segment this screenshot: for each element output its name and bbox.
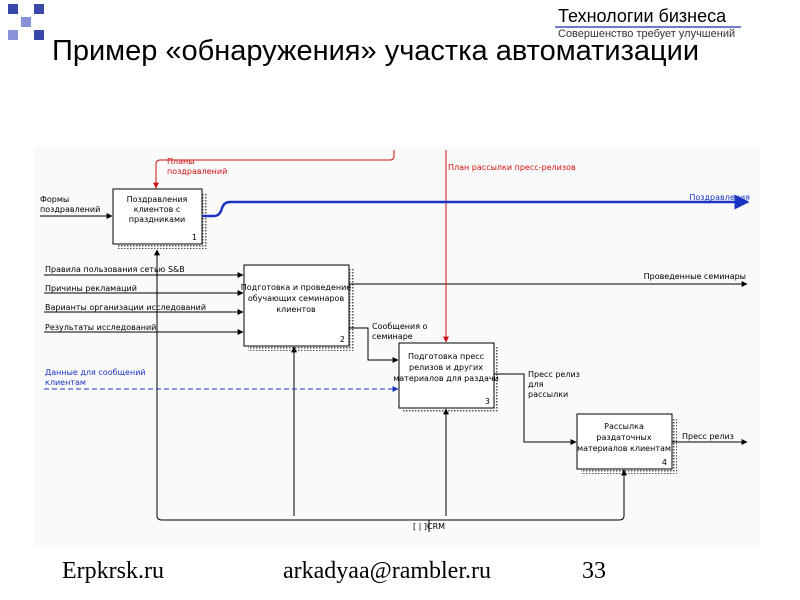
arrow-mech-bus <box>156 515 625 521</box>
activity-box-2: Подготовка и проведение обучающих семина… <box>241 264 354 351</box>
box-number: 2 <box>340 335 345 344</box>
decor-square <box>8 30 18 40</box>
label-plany: поздравлений <box>167 167 227 176</box>
label-press-reliz-dlya: Пресс релиз <box>528 370 580 379</box>
label-formy: Формы <box>40 195 69 204</box>
box-label-line: Поздравления <box>127 195 188 204</box>
logo-title: Технологии бизнеса <box>558 6 727 26</box>
decor-square <box>8 4 18 14</box>
footer-page-number: 33 <box>582 558 606 584</box>
label-rezultaty: Результаты исследований <box>45 323 156 332</box>
box-label-line: материалов клиентам <box>577 444 671 453</box>
box-label-line: раздаточных <box>596 433 651 442</box>
box-label-line: Подготовка пресс <box>408 352 484 361</box>
decor-squares <box>8 0 68 40</box>
label-formy: поздравлений <box>40 205 100 214</box>
label-press-reliz: Пресс релиз <box>682 432 734 441</box>
label-provedennye: Проведенные семинары <box>644 272 746 281</box>
label-soobsheniya: Сообщения о <box>372 322 428 331</box>
label-pozdravleniya: Поздравления <box>689 193 750 202</box>
box-number: 4 <box>662 458 667 467</box>
activity-box-1: Поздравления клиентов с праздниками 1 <box>112 188 207 249</box>
logo-subtitle: Совершенство требует улучшений <box>558 28 736 40</box>
label-plany: Планы <box>167 157 195 166</box>
footer-email: arkadyaa@rambler.ru <box>283 558 491 584</box>
page-title: Пример «обнаружения» участка автоматизац… <box>52 35 700 67</box>
label-crm: [ | ]CRM <box>413 522 445 531</box>
decor-square <box>34 30 44 40</box>
label-varianty: Варианты организации исследований <box>45 303 206 312</box>
label-pravila: Правила пользования сетью S&B <box>45 265 185 274</box>
box-label-line: обучающих семинаров <box>248 294 345 303</box>
activity-box-4: Рассылка раздаточных материалов клиентам… <box>576 413 677 474</box>
label-plan-rassylki: План рассылки пресс-релизов <box>448 163 576 172</box>
label-dannye: Данные для сообщений <box>45 368 146 377</box>
black-arrows <box>40 213 748 532</box>
logo-divider <box>555 26 741 28</box>
arrow-pozdravleniya <box>202 194 750 218</box>
box-number: 1 <box>192 233 197 242</box>
idef0-diagram: Поздравления клиентов с праздниками 1 По… <box>34 146 760 546</box>
label-press-reliz-dlya: для <box>528 380 544 389</box>
label-prichiny: Причины рекламаций <box>45 284 137 293</box>
arrow-plany <box>153 150 395 189</box>
box-label-line: праздниками <box>129 215 185 224</box>
box-label-line: релизов и других <box>409 363 483 372</box>
box-label-line: Рассылка <box>604 422 644 431</box>
activity-box-3: Подготовка пресс релизов и других матери… <box>393 342 499 413</box>
box-label-line: клиентов <box>276 305 316 314</box>
footer-site: Erpkrsk.ru <box>62 558 164 584</box>
decor-square <box>21 17 31 27</box>
red-arrows <box>153 150 449 343</box>
box-label-line: Подготовка и проведение <box>241 283 352 292</box>
arrow-soobsheniya <box>349 327 399 363</box>
label-press-reliz-dlya: рассылки <box>528 390 568 399</box>
box-number: 3 <box>485 397 490 406</box>
box-label-line: материалов для раздачи <box>393 374 499 383</box>
decor-square <box>34 4 44 14</box>
label-dannye: клиентам <box>45 378 86 387</box>
arrow-press-reliz-dlya <box>494 373 577 445</box>
logo: Технологии бизнеса Совершенство требует … <box>555 6 741 40</box>
label-soobsheniya: семинаре <box>372 332 413 341</box>
arrow-labels: Формы поздравлений Планы поздравлений Пл… <box>40 157 750 531</box>
box-label-line: клиентов с <box>134 205 181 214</box>
